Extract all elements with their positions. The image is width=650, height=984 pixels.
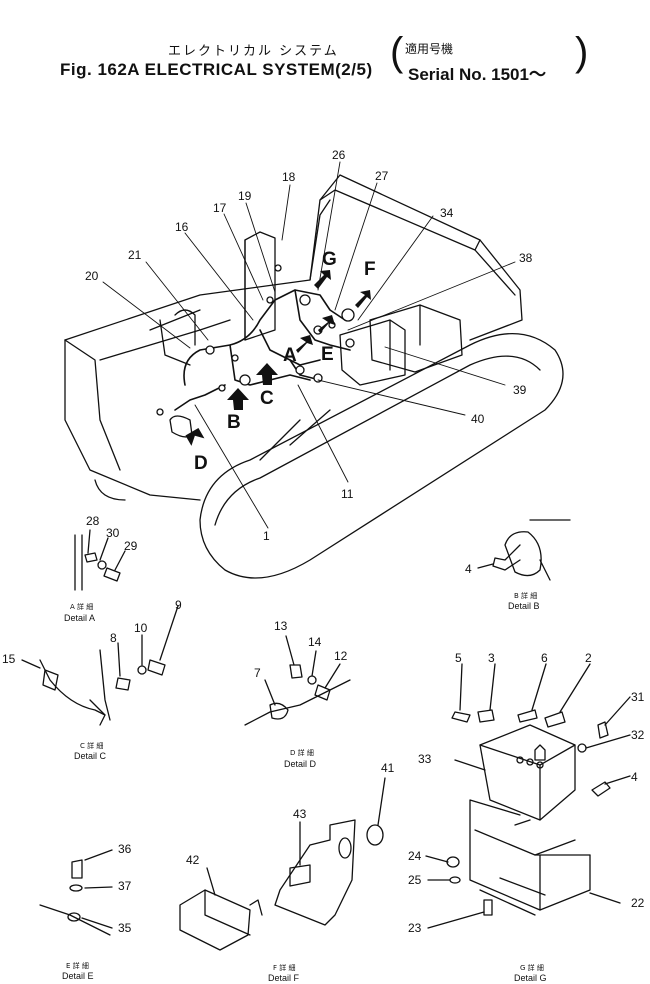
view-arrow-labels: A B C D E F G: [194, 249, 376, 474]
callout-37: 37: [118, 879, 132, 893]
view-label-e: E: [321, 344, 334, 365]
callout-21: 21: [128, 248, 142, 262]
callout-29: 29: [124, 539, 138, 553]
callout-19: 19: [238, 189, 252, 203]
detail-b-drawing: [477, 519, 571, 581]
view-label-a: A: [283, 345, 297, 366]
callout-1: 1: [263, 529, 270, 543]
callout-26: 26: [332, 148, 346, 162]
leader-lines: [102, 161, 516, 529]
detail-a-jp: A 詳 細: [70, 602, 93, 611]
detail-c-en: Detail C: [74, 751, 107, 761]
view-label-b: B: [227, 412, 241, 433]
callout-2: 2: [585, 651, 592, 665]
detail-a-en: Detail A: [64, 613, 95, 623]
title-english: Fig. 162A ELECTRICAL SYSTEM(2/5): [60, 60, 373, 79]
callout-17: 17: [213, 201, 227, 215]
callout-24: 24: [408, 849, 422, 863]
callout-11: 11: [341, 487, 354, 501]
callout-20: 20: [85, 269, 99, 283]
crawler-track: [94, 333, 564, 579]
detail-f-en: Detail F: [268, 973, 300, 983]
callout-36: 36: [118, 842, 132, 856]
title-japanese: エレクトリカル システム: [168, 44, 339, 59]
callout-33: 33: [418, 752, 432, 766]
callout-14: 14: [308, 635, 322, 649]
callout-3: 3: [488, 651, 495, 665]
view-label-g: G: [322, 249, 337, 270]
callout-30: 30: [106, 526, 120, 540]
callout-42: 42: [186, 853, 200, 867]
left-paren: (: [390, 30, 404, 74]
callout-34: 34: [440, 206, 454, 220]
callout-5: 5: [455, 651, 462, 665]
detail-b-en: Detail B: [508, 601, 540, 611]
detail-a-drawing: [74, 529, 126, 591]
callout-38: 38: [519, 251, 533, 265]
callout-32: 32: [631, 728, 645, 742]
wiring-harness: [174, 289, 351, 411]
callout-43: 43: [293, 807, 307, 821]
right-paren: ): [575, 30, 589, 74]
detail-e-drawing: [39, 849, 113, 936]
callout-23: 23: [408, 921, 422, 935]
detail-b-jp: B 詳 細: [514, 591, 537, 600]
detail-c-drawing: [21, 605, 179, 726]
callout-10: 10: [134, 621, 148, 635]
callout-6: 6: [541, 651, 548, 665]
detail-g-drawing: [425, 663, 631, 929]
detail-c-jp: C 詳 細: [80, 741, 103, 750]
callout-15: 15: [2, 652, 16, 666]
callout-16: 16: [175, 220, 189, 234]
detail-f-drawing: [179, 777, 386, 951]
callout-25: 25: [408, 873, 422, 887]
view-label-c: C: [260, 388, 274, 409]
callout-28: 28: [86, 514, 100, 528]
detail-d-jp: D 詳 細: [290, 748, 314, 757]
callout-22: 22: [631, 896, 645, 910]
detail-f-jp: F 詳 細: [273, 963, 295, 972]
callout-4-b: 4: [465, 562, 472, 576]
detail-e-jp: E 詳 細: [66, 961, 89, 970]
callout-9: 9: [175, 598, 182, 612]
serial-number: Serial No. 1501～: [408, 65, 546, 84]
detail-e-en: Detail E: [62, 971, 94, 981]
view-label-d: D: [194, 453, 208, 474]
detail-d-en: Detail D: [284, 759, 317, 769]
callout-35: 35: [118, 921, 132, 935]
callout-12: 12: [334, 649, 348, 663]
machine-body: [64, 174, 523, 501]
callout-40: 40: [471, 412, 485, 426]
callout-8: 8: [110, 631, 117, 645]
callout-41: 41: [381, 761, 395, 775]
callout-4-g: 4: [631, 770, 638, 784]
detail-g-en: Detail G: [514, 973, 547, 983]
callout-numbers: 26 27 18 19 17 16 34 21 20 38 39 40 11 1…: [2, 148, 645, 935]
callout-27: 27: [375, 169, 389, 183]
view-label-f: F: [364, 259, 376, 280]
figure-header: エレクトリカル システム Fig. 162A ELECTRICAL SYSTEM…: [0, 0, 650, 90]
callout-18: 18: [282, 170, 296, 184]
detail-d-drawing: [244, 635, 351, 726]
callout-13: 13: [274, 619, 288, 633]
callout-7: 7: [254, 666, 261, 680]
callout-39: 39: [513, 383, 527, 397]
callout-31: 31: [631, 690, 645, 704]
detail-captions: A 詳 細 Detail A B 詳 細 Detail B C 詳 細 Deta…: [62, 591, 547, 983]
view-arrows: [185, 270, 371, 446]
serial-label-japanese: 適用号機: [405, 42, 454, 56]
detail-g-jp: G 詳 細: [520, 963, 544, 972]
